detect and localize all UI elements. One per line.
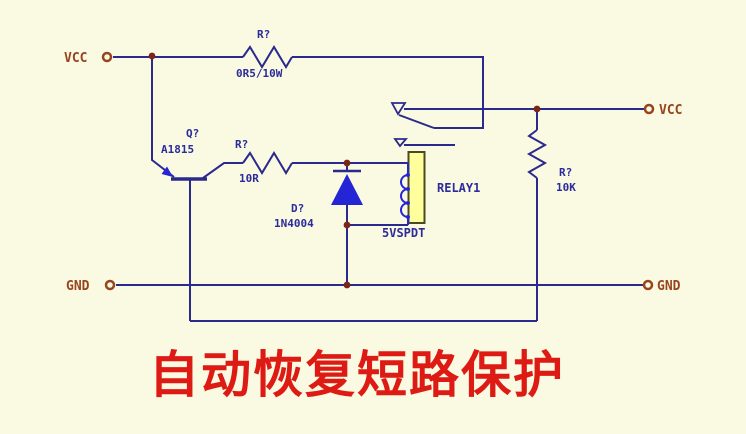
junction-layer [148, 52, 541, 289]
resistor-r2-symbol [242, 151, 293, 175]
relay-value-label: 5VSPDT [382, 226, 425, 240]
junction-dot [343, 159, 351, 167]
relay-coil-body [407, 151, 426, 224]
port-label-vcc-left: VCC [64, 51, 87, 66]
port-circle-gnd-left [104, 279, 116, 291]
resistor-r3-symbol [526, 129, 548, 179]
coil-node [406, 215, 410, 219]
diode-d1-triangle [331, 174, 363, 205]
port-label-gnd-left: GND [66, 279, 90, 294]
coil-node [406, 187, 410, 191]
wire-collector [202, 162, 243, 179]
wire-r1-to-relay-pole [292, 56, 484, 129]
relay-arm [398, 114, 435, 129]
port-circle-gnd-right [642, 279, 654, 291]
relay-ref-label: RELAY1 [437, 181, 480, 195]
port-circle-vcc-left [101, 51, 113, 63]
port-circle-vcc-right [643, 103, 655, 115]
port-label-vcc-right: VCC [659, 103, 682, 118]
schematic-title: 自动恢复短路保护 [149, 345, 565, 404]
label-layer: R? 0R5/10W Q? A1815 R? 10R D? 1N4004 REL… [161, 28, 576, 240]
junction-dot [533, 105, 541, 113]
coil-node [406, 201, 410, 205]
r3-ref-label: R? [559, 166, 572, 179]
r2-ref-label: R? [235, 138, 248, 151]
r3-value-label: 10K [556, 181, 576, 194]
coil-node [406, 173, 410, 177]
relay-switch [390, 102, 408, 148]
relay-coil [400, 151, 426, 225]
d1-ref-label: D? [291, 202, 304, 215]
device-layer [161, 166, 363, 205]
junction-dot [343, 281, 351, 289]
port-label-layer: VCC GND VCC GND [64, 51, 682, 294]
junction-dot [148, 52, 156, 60]
q1-value-label: A1815 [161, 143, 194, 156]
relay-coil-winding [400, 163, 409, 225]
port-layer [101, 51, 655, 291]
port-label-gnd-right: GND [657, 279, 681, 294]
q1-ref-label: Q? [186, 127, 199, 140]
relay-contact-top [390, 102, 407, 116]
r1-value-label: 0R5/10W [236, 67, 283, 80]
d1-value-label: 1N4004 [274, 217, 314, 230]
junction-dot [343, 221, 351, 229]
transistor-q1-emitter-arrow-icon [161, 166, 173, 177]
relay-contact-bottom [393, 138, 408, 148]
r1-ref-label: R? [257, 28, 270, 41]
resistor-r1-symbol [242, 45, 293, 69]
r2-value-label: 10R [239, 172, 259, 185]
wire-emitter [151, 57, 175, 178]
